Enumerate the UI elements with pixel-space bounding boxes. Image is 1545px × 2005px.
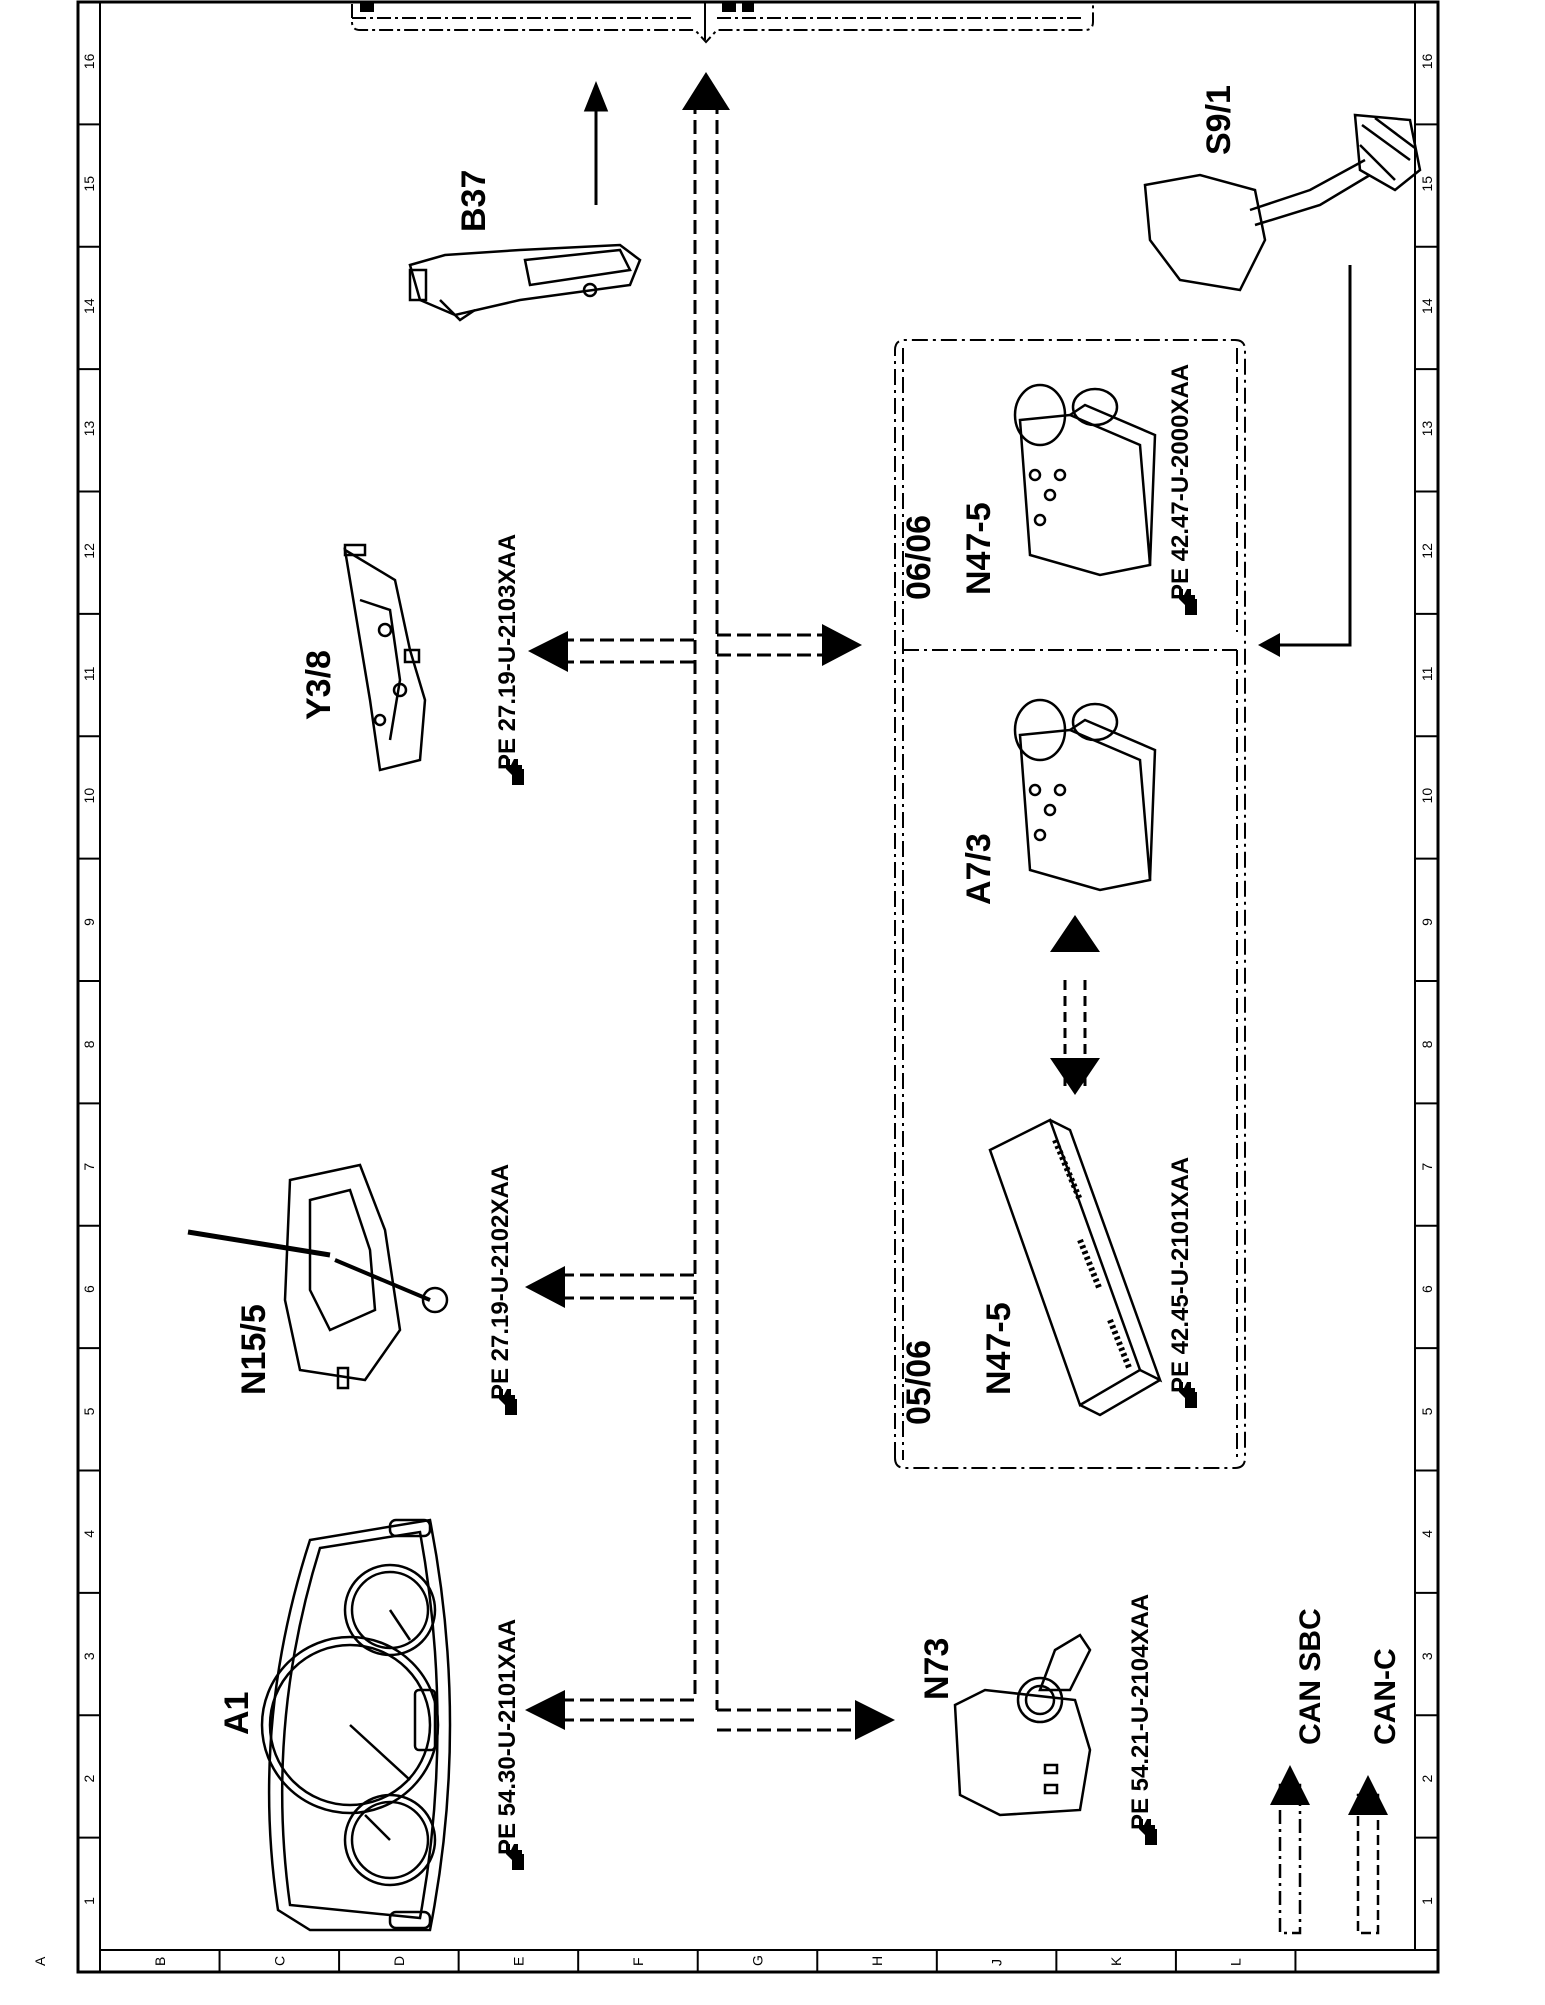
n47-5-early-label: N47-5: [980, 1302, 1018, 1395]
n47-5-early-ref: PE 42.45-U-2101XAA: [1167, 1157, 1194, 1393]
component-n47-5-late: N47-5 PE 42.47-U-2000XAA: [960, 364, 1197, 615]
edge-number-right: 5: [1419, 1407, 1435, 1415]
component-a1: A1 PE 54.30-U-2101XAA: [218, 1518, 524, 1932]
top-cut-text: [360, 2, 754, 12]
component-n15-5: N15/5 PE 27.19-U-2102XAA: [187, 1163, 517, 1415]
date-from: 05/06: [900, 1340, 938, 1425]
b37-label: B37: [455, 170, 493, 232]
component-a7-3: A7/3: [960, 698, 1157, 905]
component-n47-5-early: N47-5 PE 42.45-U-2101XAA: [980, 1118, 1197, 1417]
ignition-switch-icon: [953, 1633, 1092, 1817]
component-b37: B37: [408, 170, 642, 322]
component-y3-8: Y3/8 PE 27.19-U-2103XAA: [300, 534, 524, 785]
edge-letter: A: [32, 1956, 48, 1966]
abs-unit-icon: [1013, 383, 1157, 577]
solid-signal-lines: [583, 80, 1352, 647]
n15-5-ref: PE 27.19-U-2102XAA: [487, 1164, 514, 1400]
edge-number-left: 15: [81, 176, 97, 192]
edge-number-left: 10: [81, 788, 97, 804]
edge-number-left: 8: [81, 1040, 97, 1048]
legend-can-c: CAN-C: [1348, 1648, 1402, 1935]
a1-ref: PE 54.30-U-2101XAA: [494, 1619, 521, 1855]
edge-letter: E: [510, 1957, 526, 1966]
edge-letter: K: [1108, 1956, 1124, 1966]
edge-number-right: 11: [1419, 666, 1435, 681]
edge-letter: L: [1228, 1958, 1244, 1966]
pedal-sensor-icon: [408, 243, 642, 322]
edge-number-left: 16: [81, 53, 97, 69]
edge-number-right: 3: [1419, 1652, 1435, 1660]
n47-5-late-label: N47-5: [960, 502, 998, 595]
edge-number-left: 13: [81, 421, 97, 437]
n47-5-late-ref: PE 42.47-U-2000XAA: [1167, 364, 1194, 600]
edge-number-left: 1: [81, 1897, 97, 1905]
a7-3-label: A7/3: [960, 833, 998, 905]
can-network-lines: [560, 100, 1087, 1732]
top-brace: [351, 2, 1094, 44]
edge-number-right: 7: [1419, 1163, 1435, 1171]
edge-number-right: 13: [1419, 421, 1435, 437]
date-to: 06/06: [900, 515, 938, 600]
n73-label: N73: [918, 1638, 956, 1700]
edge-number-right: 9: [1419, 918, 1435, 926]
legend-can-c-label: CAN-C: [1369, 1648, 1402, 1745]
edge-letter: J: [989, 1959, 1005, 1966]
sheet-frame: [76, 0, 1440, 1974]
component-s9-1: S9/1: [1143, 85, 1422, 292]
edge-number-right: 10: [1419, 788, 1435, 804]
edge-number-left: 6: [81, 1285, 97, 1293]
edge-letter: F: [630, 1957, 646, 1966]
edge-letter: B: [152, 1957, 168, 1966]
edge-number-left: 11: [81, 666, 97, 681]
legend-can-sbc: CAN SBC: [1270, 1608, 1327, 1935]
a1-label: A1: [218, 1692, 256, 1735]
edge-letter: D: [391, 1956, 407, 1966]
edge-number-left: 4: [81, 1530, 97, 1538]
n73-ref: PE 54.21-U-2104XAA: [1127, 1594, 1154, 1830]
edge-number-right: 8: [1419, 1040, 1435, 1048]
y3-8-label: Y3/8: [300, 650, 338, 720]
gear-selector-icon: [187, 1163, 449, 1390]
component-n73: N73 PE 54.21-U-2104XAA: [918, 1594, 1157, 1845]
legend: CAN SBC CAN-C: [1270, 1608, 1402, 1935]
date-range-labels: 05/06 06/06: [900, 515, 938, 1425]
edge-number-left: 7: [81, 1163, 97, 1171]
abs-unit-icon: [1013, 698, 1157, 892]
legend-can-sbc-label: CAN SBC: [1294, 1608, 1327, 1745]
edge-letter: G: [750, 1955, 766, 1966]
y3-8-ref: PE 27.19-U-2103XAA: [494, 534, 521, 770]
signal-arrowheads: [525, 72, 1280, 1740]
edge-number-right: 2: [1419, 1774, 1435, 1782]
edge-letter: H: [869, 1956, 885, 1966]
edge-number-right: 1: [1419, 1897, 1435, 1905]
n15-5-label: N15/5: [235, 1304, 273, 1395]
edge-number-right: 15: [1419, 176, 1435, 192]
edge-number-left: 5: [81, 1407, 97, 1415]
instrument-cluster-icon: [260, 1518, 452, 1932]
edge-number-right: 14: [1419, 298, 1435, 314]
edge-number-left: 9: [81, 918, 97, 926]
edge-grid-ticks: [78, 1, 1438, 1972]
module-group-box: [894, 339, 1246, 1469]
edge-number-right: 4: [1419, 1530, 1435, 1538]
s9-1-label: S9/1: [1200, 85, 1238, 155]
valve-body-icon: [343, 543, 427, 772]
edge-number-right: 6: [1419, 1285, 1435, 1293]
edge-number-left: 2: [81, 1774, 97, 1782]
edge-number-left: 12: [81, 543, 97, 559]
edge-number-left: 3: [81, 1652, 97, 1660]
edge-number-right: 12: [1419, 543, 1435, 559]
control-module-icon: [988, 1118, 1163, 1417]
brake-pedal-switch-icon: [1143, 113, 1422, 292]
edge-number-left: 14: [81, 298, 97, 314]
edge-number-right: 16: [1419, 53, 1435, 69]
edge-letter: C: [271, 1956, 287, 1966]
